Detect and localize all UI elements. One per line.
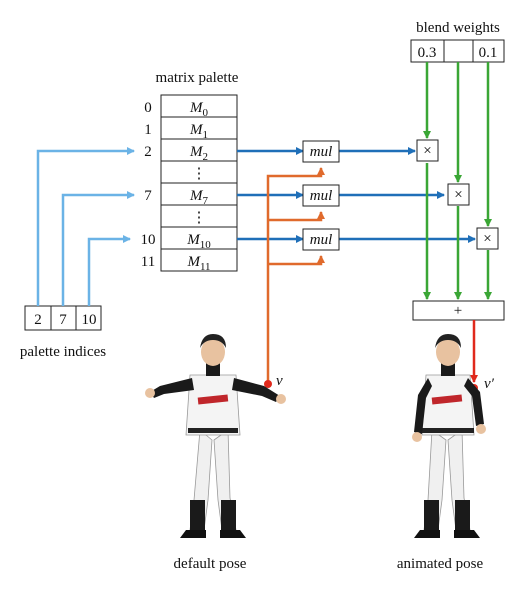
- palette-index: 0: [144, 100, 152, 116]
- palette-matrix: M10: [186, 232, 211, 251]
- default-pose-label: default pose: [174, 556, 247, 572]
- animated-pose-label: animated pose: [397, 556, 484, 572]
- palette-index-cell: 2: [34, 312, 42, 328]
- plus-symbol: +: [454, 303, 462, 319]
- palette-index-cell: 7: [59, 312, 67, 328]
- palette-matrix: M11: [186, 254, 210, 273]
- palette-matrix: M7: [189, 188, 209, 207]
- blend-weight-cell: 0.3: [418, 45, 437, 61]
- vertex-v-dot: [264, 380, 272, 388]
- index-arrows: [36, 147, 135, 306]
- matrix-palette-label: matrix palette: [156, 70, 239, 86]
- palette-matrix: M1: [189, 122, 208, 141]
- blend-weight-cell: 0.1: [479, 45, 498, 61]
- vertex-arrows: [266, 167, 325, 383]
- palette-indices-table: 2 7 10: [24, 305, 102, 331]
- palette-index: 7: [144, 188, 152, 204]
- mul-boxes: mul mul mul: [302, 140, 340, 251]
- times-box: ×: [483, 231, 491, 247]
- index-arrow-2: [36, 147, 135, 306]
- index-arrow-7: [61, 191, 135, 306]
- blend-weights-label: blend weights: [416, 20, 500, 36]
- palette-index: 1: [144, 122, 152, 138]
- palette-indices-label: palette indices: [20, 344, 106, 360]
- index-arrow-10: [87, 235, 131, 306]
- default-pose-figure: [145, 334, 286, 538]
- blend-weights-table: 0.3 0.1: [410, 39, 505, 63]
- mul-box: mul: [310, 232, 333, 248]
- matrix-palette-table: 0 M0 1 M1 2 M2 ⋮ 7 M7 ⋮ 10 M10 11 M11: [141, 94, 238, 273]
- matrix-arrows: [237, 147, 476, 243]
- times-box: ×: [423, 143, 431, 159]
- vertex-v-label: v: [276, 373, 283, 389]
- palette-index: 10: [141, 232, 156, 248]
- mul-box: mul: [310, 144, 333, 160]
- times-box: ×: [454, 187, 462, 203]
- plus-box: [412, 300, 505, 321]
- mul-box: mul: [310, 188, 333, 204]
- palette-index: 2: [144, 144, 152, 160]
- palette-index: 11: [141, 254, 155, 270]
- palette-matrix: M0: [189, 100, 209, 119]
- weight-arrows: [423, 62, 492, 300]
- vertex-v-prime-label: v′: [484, 376, 495, 392]
- palette-ellipsis: ⋮: [192, 210, 207, 226]
- palette-ellipsis: ⋮: [192, 166, 207, 182]
- times-boxes: × × ×: [416, 139, 499, 250]
- animated-pose-figure: [412, 334, 486, 538]
- palette-index-cell: 10: [82, 312, 97, 328]
- palette-matrix: M2: [189, 144, 208, 163]
